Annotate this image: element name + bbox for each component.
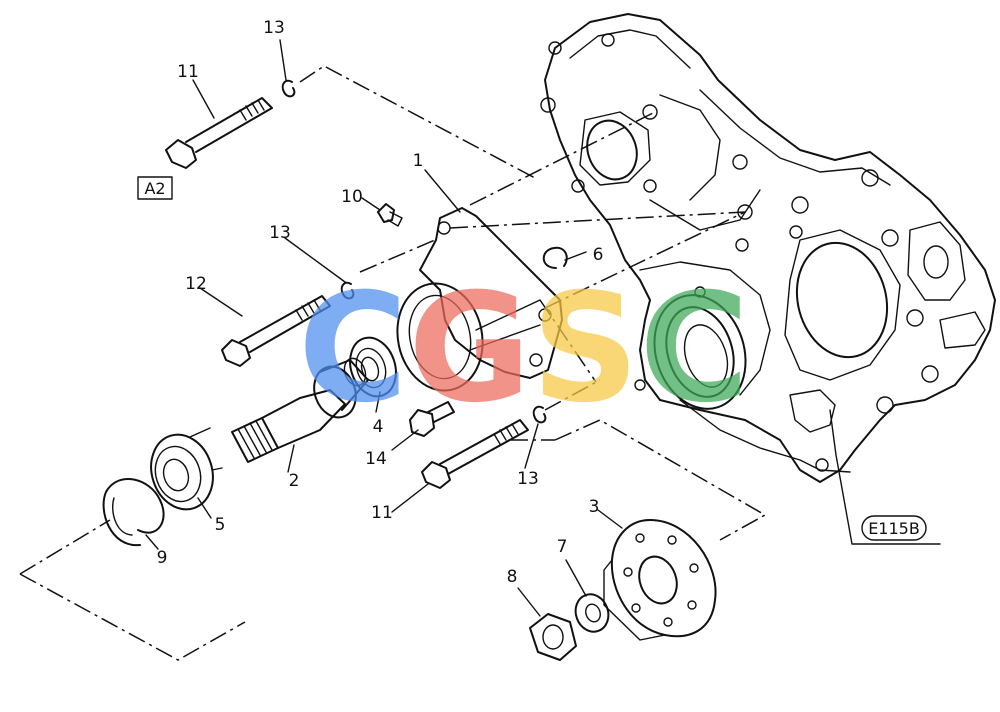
washer-part-13-top: [281, 79, 296, 98]
callout-7: 7: [557, 537, 568, 557]
bolt-part-12: [221, 295, 331, 367]
lock-washer-part-7: [574, 593, 610, 633]
callout-9: 9: [157, 548, 168, 568]
watermark-letter-c1: C: [298, 262, 408, 436]
circlip-part-6: [542, 246, 568, 269]
callout-3: 3: [589, 497, 600, 517]
grease-nipple-part-10: [377, 203, 403, 227]
ref-code-e115b: E115B: [868, 519, 920, 538]
large-bearing-part-5: [150, 427, 223, 511]
ref-box-a2: A2: [137, 176, 173, 200]
nut-part-8: [529, 613, 577, 661]
watermark-letter-s: S: [531, 262, 639, 436]
alignment-lines: [19, 65, 767, 661]
callout-13-top: 13: [263, 18, 285, 38]
callout-11-lower: 11: [371, 503, 393, 523]
callout-8: 8: [507, 567, 518, 587]
small-bearing-part-4: [349, 336, 397, 398]
ref-code-a2: A2: [144, 179, 165, 198]
flange-part-3: [603, 519, 717, 641]
callout-14: 14: [365, 449, 387, 469]
callout-12: 12: [185, 274, 207, 294]
callout-labels: 11 13 1 10 13 12 6 4 14 2 13 5 11 9 3 7 …: [157, 18, 604, 587]
callout-1: 1: [413, 151, 424, 171]
bolt-part-11-lower: [421, 419, 529, 489]
bolt-part-14: [409, 401, 455, 437]
watermark-letter-c2: C: [639, 262, 749, 436]
shaft-part-2: [231, 357, 369, 463]
cgsc-watermark: CGSC: [298, 262, 749, 436]
snap-ring-part-9: [102, 477, 165, 547]
callout-13-mid: 13: [269, 223, 291, 243]
callout-11-upper: 11: [177, 62, 199, 82]
callout-13-low: 13: [517, 469, 539, 489]
bracket-housing-part-1: [396, 207, 563, 392]
callout-2: 2: [289, 471, 300, 491]
callout-6: 6: [593, 245, 604, 265]
ref-box-e115b: E115B: [861, 515, 927, 541]
callout-10: 10: [341, 187, 363, 207]
watermark-letter-g: G: [408, 262, 531, 436]
watermark-text: CGSC: [298, 262, 749, 436]
crankcase-cover: [540, 13, 996, 483]
washer-part-13-mid: [340, 281, 355, 300]
callout-4: 4: [373, 417, 384, 437]
bolt-part-11-upper: [165, 97, 273, 169]
washer-part-13-low: [532, 405, 547, 424]
leader-lines: [145, 39, 941, 617]
callout-5: 5: [215, 515, 226, 535]
